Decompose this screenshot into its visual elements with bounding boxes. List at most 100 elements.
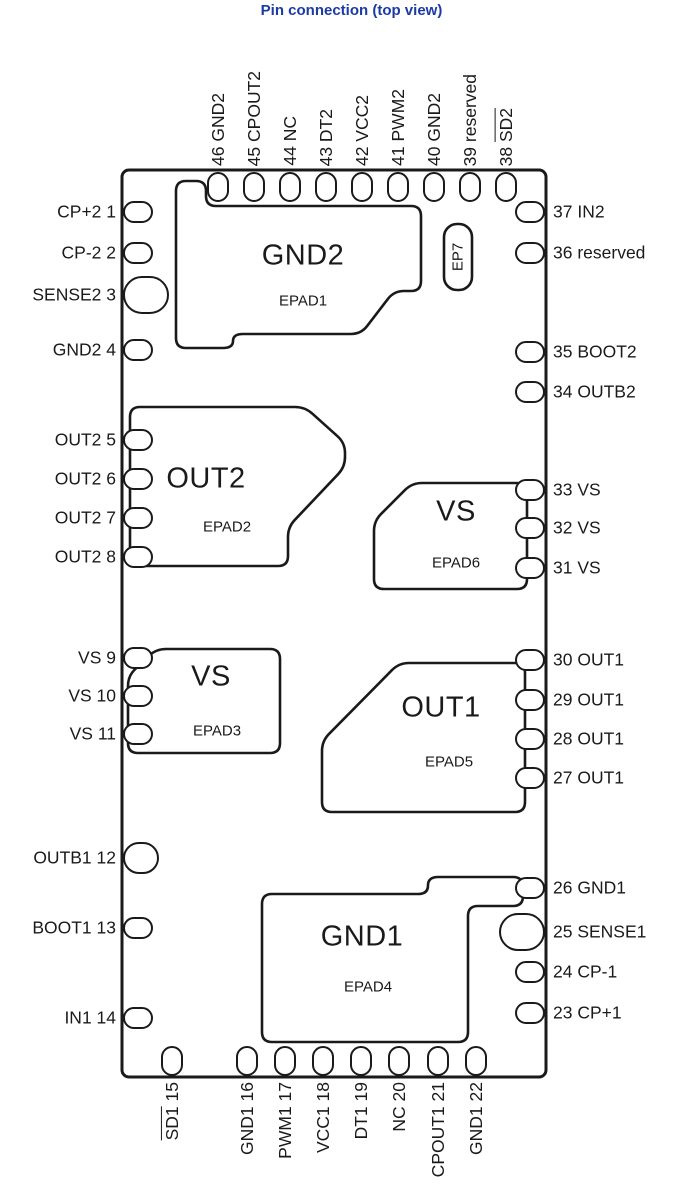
pin-label-41: 41 PWM2 [387,89,408,166]
ep7-shape [442,222,474,292]
epad5-title: OUT1 [401,691,481,724]
pin-label-1: CP+2 1 [57,201,116,222]
pin-17 [274,1046,296,1076]
pin-label-16: GND1 16 [236,1082,257,1155]
pin-label-15: SD1 15 [161,1082,182,1141]
epad3-title: VS [191,660,231,693]
pin-8 [123,546,153,568]
pin-label-9: VS 9 [78,647,116,668]
diagram-title: Pin connection (top view) [260,2,443,19]
pin-4 [123,339,153,361]
pin-39 [459,172,481,202]
pin-label-46: 46 GND2 [207,93,228,166]
pin-label-32: 32 VS [553,517,601,538]
pin-34 [515,381,545,403]
pin-7 [123,507,153,529]
pin-46 [207,172,229,202]
pin-label-35: 35 BOOT2 [553,341,637,362]
epad4-title: GND1 [320,920,404,953]
pin-30 [515,649,545,671]
pin-9 [123,647,153,669]
chip-body [120,168,548,1079]
pin-label-19: DT1 19 [350,1082,371,1140]
epad1-title: GND2 [261,239,345,272]
pin-13 [123,917,153,939]
pin-label-42: 42 VCC2 [351,94,372,166]
pin-label-4: GND2 4 [52,339,116,360]
pin-10 [123,685,153,707]
pin-label-33: 33 VS [553,479,601,500]
pin-label-44: 44 NC [279,116,300,166]
pin-label-21: CPOUT1 21 [427,1082,448,1178]
epad1-label: EPAD1 [278,292,328,310]
pin-2 [123,242,153,264]
pin-label-17: PWM1 17 [274,1082,295,1159]
pin-32 [515,517,545,539]
pin-11 [123,723,153,745]
pin-label-31: 31 VS [553,557,601,578]
pin-label-12: OUTB1 12 [33,847,116,868]
pin-label-14: IN1 14 [64,1007,116,1028]
pin-label-29: 29 OUT1 [553,689,624,710]
pin-41 [387,172,409,202]
pin-42 [351,172,373,202]
epad2-label: EPAD2 [202,518,252,536]
epad3-shape [126,647,282,755]
pin-33 [515,479,545,501]
ep7-label: EP7 [449,242,467,272]
pin-28 [515,728,545,750]
epad5-shape [320,661,527,814]
pin-25 [499,913,545,951]
pin-label-22: GND1 22 [465,1082,486,1155]
epad5-label: EPAD5 [424,753,474,771]
pin-38 [495,172,517,202]
pin-16 [236,1046,258,1076]
pin-14 [123,1007,153,1029]
pin-26 [515,877,545,899]
pin-label-6: OUT2 6 [54,468,116,489]
pin-label-38: 38 SD2 [495,107,516,166]
pin-label-11: VS 11 [69,723,116,744]
epad6-title: VS [436,495,476,528]
pin-29 [515,689,545,711]
pin-label-30: 30 OUT1 [553,649,624,670]
epad4-label: EPAD4 [343,978,393,996]
epad1-shape [174,179,423,350]
epad6-label: EPAD6 [431,554,481,572]
pin-label-5: OUT2 5 [54,429,116,450]
pin-23 [515,1002,545,1024]
pin-label-8: OUT2 8 [54,546,116,567]
pin-27 [515,767,545,789]
pin-label-40: 40 GND2 [423,93,444,166]
pin-label-20: NC 20 [388,1082,409,1132]
pin-label-43: 43 DT2 [315,108,336,166]
pin-5 [123,429,153,451]
pin-label-27: 27 OUT1 [553,767,624,788]
pin-label-36: 36 reserved [553,242,646,263]
pin-label-7: OUT2 7 [54,507,116,528]
pin-label-23: 23 CP+1 [553,1002,622,1023]
pin-label-45: 45 CPOUT2 [243,70,264,166]
pin-label-25: 25 SENSE1 [553,921,647,942]
pin-label-28: 28 OUT1 [553,728,624,749]
pin-label-10: VS 10 [68,685,116,706]
pin-45 [243,172,265,202]
pin-36 [515,242,545,264]
pin-6 [123,468,153,490]
pin-31 [515,557,545,579]
pin-label-18: VCC1 18 [312,1082,333,1154]
epad3-label: EPAD3 [192,722,242,740]
pin-label-2: CP-2 2 [61,242,116,263]
pin-24 [515,961,545,983]
pin-label-37: 37 IN2 [553,201,605,222]
pin-40 [423,172,445,202]
pin-43 [315,172,337,202]
pin-label-39: 39 reserved [459,73,480,166]
pin-22 [465,1046,487,1076]
epad2-title: OUT2 [166,462,246,495]
pin-3 [123,276,169,314]
pin-label-13: BOOT1 13 [32,917,116,938]
pin-18 [312,1046,334,1076]
